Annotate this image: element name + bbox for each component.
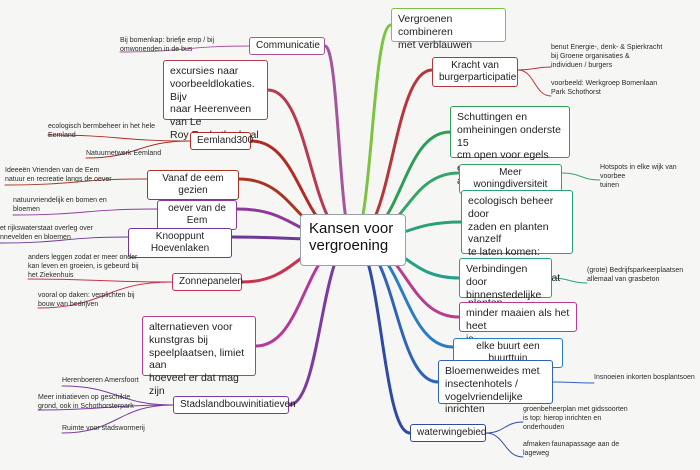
note-knooppunt: et rijkswaterstaat overleg over nnevelde…: [0, 225, 93, 241]
connector-zonnepanelen-note2: [37, 281, 173, 309]
note-water-2: afmaken faunapassage aan de lageweg: [523, 441, 620, 457]
topic-vergroenen[interactable]: Vergroenen combineren met verblauwen: [391, 8, 506, 51]
topic-vanaf-de-eem[interactable]: Vanaf de eem gezien: [147, 170, 239, 201]
topic-kunstgras[interactable]: alternatieven voor kunstgras bij speelpl…: [142, 316, 256, 397]
connector-zonnepanelen-note1: [27, 278, 173, 283]
topic-ecologisch-beheer[interactable]: ecologisch beheer door zaden en planten …: [461, 190, 573, 309]
topic-zonnepanelen[interactable]: Zonnepanelen: [172, 273, 243, 292]
connector-vergroenen: [351, 23, 393, 242]
note-stadsland-2: Meer initiatieven op geschikte grond, oo…: [38, 394, 134, 410]
connector-eemland300-note1: [47, 134, 191, 142]
connector-stadsland-note2: [37, 404, 174, 411]
topic-excursies[interactable]: excursies naar voorbeeldlokaties. Bijv n…: [163, 60, 268, 141]
topic-verbindingen[interactable]: Verbindingen door binnenstedelijke ecodu…: [459, 258, 552, 313]
topic-bloemenweides[interactable]: Bloemenweides met insectenhotels / vogel…: [438, 360, 553, 415]
connector-oever-note: [12, 208, 158, 216]
connector-stadsland-note3: [61, 404, 174, 434]
connector-stadsland-note1: [61, 385, 174, 406]
topic-minder-maaien[interactable]: minder maaien als het heet is: [459, 302, 577, 345]
connector-kracht-note1: [517, 66, 552, 71]
note-communicatie: Bij bomenkap: briefje erop / bij omwonen…: [120, 37, 215, 53]
note-vanaf-de-eem: Ideeeën Vrienden van de Eem natuur en re…: [5, 167, 112, 183]
note-oever: natuurvriendelijk en bomen en bloemen: [13, 197, 107, 213]
note-eemland300-2: Natuurnetwerk Eemland: [86, 150, 162, 157]
note-stadsland-3: Ruimte voor stadswormerij: [62, 425, 145, 432]
note-stadsland-1: Herenboeren Amersfoort: [62, 377, 139, 384]
topic-schuttingen[interactable]: Schuttingen en omheiningen onderste 15 c…: [450, 106, 570, 187]
note-woningdiversiteit: Hotspots in elke wijk van voorbee tuinen: [600, 164, 677, 189]
connector-verbindingen-note: [551, 277, 588, 284]
topic-eemland300[interactable]: Eemland300: [190, 132, 253, 151]
note-zonnepanelen-1: anders leggen zodat er meer onder kan le…: [28, 254, 139, 279]
topic-communicatie[interactable]: Communicatie: [249, 37, 325, 56]
connector-water-note1: [485, 421, 524, 434]
connector-water-note2: [485, 432, 524, 458]
topic-waterwingebied[interactable]: waterwingebied: [410, 424, 487, 443]
connector-eemland300-note2: [85, 140, 191, 159]
note-kracht-1: benut Energie-, denk- & Spierkracht bij …: [551, 44, 663, 69]
topic-kracht[interactable]: Kracht van burgerparticipatie: [432, 57, 518, 88]
connector-vanaf-eem-note: [4, 178, 148, 186]
connector-woningdiv-note: [561, 172, 601, 181]
connector-kracht-note2: [517, 69, 552, 97]
connector-communicatie: [323, 44, 355, 242]
note-eemland300-1: ecologisch bermbeheer in het hele Eemlan…: [48, 123, 156, 139]
central-topic[interactable]: Kansen voor vergroening: [300, 214, 406, 266]
topic-oever-van-de-eem[interactable]: oever van de Eem: [157, 200, 237, 231]
topic-knooppunt-hoevenlaken[interactable]: Knooppunt Hoevenlaken: [128, 228, 232, 259]
note-bloemenweides: Insnoeien inkorten bosplantsoen: [594, 374, 695, 381]
connector-knooppunt-note: [0, 236, 129, 244]
note-verbindingen: (grote) Bedrijfsparkeerplaatsen allemaal…: [587, 267, 684, 283]
note-kracht-2: voorbeeld: Werkgroep Bomenlaan Park Scho…: [551, 80, 658, 96]
topic-stadslandbouw[interactable]: Stadslandbouwinitiatieven: [173, 396, 296, 415]
note-water-1: groenbeheerplan met gidssoorten is top: …: [523, 406, 628, 431]
connector-communicatie-note: [119, 45, 250, 53]
note-zonnepanelen-2: vooral op daken: verplichten bij bouw va…: [38, 292, 135, 308]
connector-bloemenweides-note: [552, 381, 595, 384]
